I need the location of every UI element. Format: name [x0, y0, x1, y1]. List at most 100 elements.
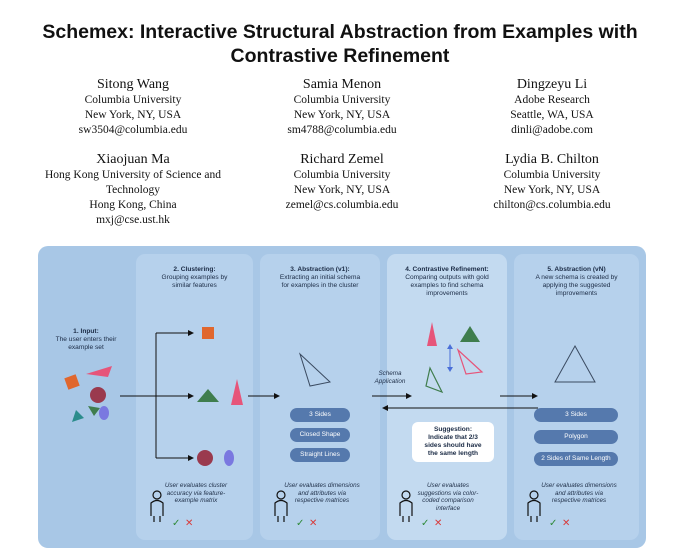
abstraction-v1-desc-1: Extracting an initial schema — [279, 274, 361, 281]
schema-application-label: Schema Application — [368, 370, 412, 385]
suggestion-line-3: the same length — [427, 450, 479, 457]
abstraction-v1-desc-2: for examples in the cluster — [281, 282, 359, 289]
author-email: chilton@cs.columbia.edu — [493, 199, 611, 211]
contrastive-desc-1: Comparing outputs with gold — [405, 274, 489, 281]
abstraction-vn-title: 5. Abstraction (vN) — [547, 266, 606, 273]
author-block: Samia Menon Columbia University New York… — [227, 76, 457, 138]
author-email: sm4788@columbia.edu — [287, 124, 397, 136]
author-affiliation: Hong Kong University of Science and — [45, 169, 221, 181]
purple-ellipse-shape — [99, 406, 109, 420]
arrowhead — [188, 393, 194, 399]
author-location: New York, NY, USA — [293, 109, 391, 121]
eval-line: User evaluates cluster — [164, 482, 228, 489]
cluster-circle-shape — [197, 450, 213, 466]
author-name: Dingzeyu Li — [516, 77, 588, 92]
contrastive-desc-3: improvements — [426, 290, 468, 297]
arrowhead — [532, 393, 538, 399]
arrowhead — [406, 393, 412, 399]
eval-line: User evaluates — [427, 482, 469, 489]
author-block: Xiaojuan Ma Hong Kong University of Scie… — [18, 151, 248, 228]
gold-green-triangle — [460, 326, 480, 342]
clustering-title: 2. Clustering: — [173, 266, 216, 273]
eval-line: User evaluates dimensions — [541, 482, 617, 489]
suggestion-box: Suggestion: Indicate that 2/3 sides shou… — [412, 422, 494, 462]
teal-triangle-shape — [72, 410, 84, 422]
person-icon — [527, 490, 541, 522]
abstraction-vn-header: 5. Abstraction (vN) A new schema is crea… — [514, 266, 639, 298]
teaser-figure: 1. Input: The user enters their example … — [38, 246, 646, 548]
arrowhead — [274, 393, 280, 399]
green-triangle-shape — [88, 406, 100, 416]
author-name: Lydia B. Chilton — [505, 152, 599, 167]
author-block: Sitong Wang Columbia University New York… — [18, 76, 248, 138]
cluster-ellipse-shape — [224, 450, 234, 466]
abstraction-v1-title: 3. Abstraction (v1): — [290, 266, 350, 273]
title-line-2: Contrastive Refinement — [230, 45, 450, 67]
abstraction-vn-desc-1: A new schema is created by — [535, 274, 618, 281]
author-email: mxj@cse.ust.hk — [96, 214, 170, 226]
schema-label-1: Schema — [378, 370, 402, 377]
author-block: Dingzeyu Li Adobe Research Seattle, WA, … — [437, 76, 667, 138]
person-icon — [150, 490, 164, 522]
input-title: 1. Input: — [73, 328, 99, 335]
output-green-triangle — [425, 366, 444, 394]
abstraction-v1-eval-caption: User evaluates dimensions and attributes… — [266, 482, 378, 505]
author-email: sw3504@columbia.edu — [78, 124, 188, 136]
eval-line: and attributes via — [555, 489, 603, 497]
input-label: 1. Input: The user enters their example … — [44, 328, 128, 352]
author-affiliation-cont: Technology — [105, 184, 161, 196]
arrowhead — [188, 455, 194, 461]
eval-line: accuracy via feature- — [166, 489, 226, 497]
attribute-pill: Straight Lines — [290, 448, 350, 462]
eval-line: respective matrices — [551, 497, 607, 504]
gold-pink-triangle — [427, 322, 437, 346]
contrastive-title: 4. Contrastive Refinement: — [405, 266, 489, 273]
clustering-header: 2. Clustering: Grouping examples by simi… — [136, 266, 253, 290]
suggestion-line-2: sides should have — [424, 442, 482, 449]
attribute-pill: 3 Sides — [290, 408, 350, 422]
abstraction-vn-desc-2: applying the suggested — [542, 282, 611, 289]
eval-line: example matrix — [174, 497, 218, 504]
check-icon: ✓ — [421, 518, 429, 529]
author-location: Hong Kong, China — [89, 199, 177, 211]
attribute-pill: 2 Sides of Same Length — [534, 452, 618, 466]
cross-icon: ✕ — [309, 518, 317, 529]
eval-line: interface — [435, 504, 461, 512]
arrowhead — [382, 405, 388, 411]
figure-shapes: ✓ ✕ ✓ ✕ ✓ ✕ ✓ ✕ — [64, 322, 596, 529]
abstraction-vn-desc-3: improvements — [555, 290, 598, 297]
abstract-triangle-vn — [554, 344, 596, 383]
input-desc-2: example set — [68, 344, 104, 351]
eval-line: suggestions via color- — [417, 489, 479, 497]
cluster-green-triangle — [197, 389, 219, 402]
cluster-square-shape — [202, 327, 214, 339]
author-name: Samia Menon — [302, 77, 382, 92]
paper-title: Schemex: Interactive Structural Abstract… — [0, 20, 680, 68]
author-name: Sitong Wang — [96, 77, 170, 92]
author-location: Seattle, WA, USA — [510, 109, 594, 121]
author-affiliation: Columbia University — [293, 94, 391, 106]
eval-line: coded comparison — [422, 497, 474, 504]
orange-square-shape — [64, 374, 80, 390]
pink-triangle-shape — [86, 366, 112, 377]
author-location: New York, NY, USA — [293, 184, 391, 196]
attribute-pill: Polygon — [534, 430, 618, 444]
abstraction-vn-eval-caption: User evaluates dimensions and attributes… — [522, 482, 636, 505]
author-affiliation: Columbia University — [84, 94, 182, 106]
clustering-eval-caption: User evaluates cluster accuracy via feat… — [142, 482, 250, 505]
check-icon: ✓ — [549, 518, 557, 529]
input-desc-1: The user enters their — [55, 336, 117, 343]
author-name: Xiaojuan Ma — [96, 152, 170, 167]
attribute-pill: 3 Sides — [534, 408, 618, 422]
output-pink-triangle — [456, 347, 484, 375]
person-icon — [399, 490, 413, 522]
eval-line: respective matrices — [294, 497, 350, 504]
abstraction-v1-header: 3. Abstraction (v1): Extracting an initi… — [260, 266, 380, 290]
author-affiliation: Columbia University — [293, 169, 391, 181]
double-arrow-icon-bottom — [447, 367, 453, 372]
cross-icon: ✕ — [185, 518, 193, 529]
person-icon — [274, 490, 288, 522]
eval-line: User evaluates dimensions — [284, 482, 360, 489]
clustering-desc-2: similar features — [172, 282, 217, 289]
check-icon: ✓ — [172, 518, 180, 529]
